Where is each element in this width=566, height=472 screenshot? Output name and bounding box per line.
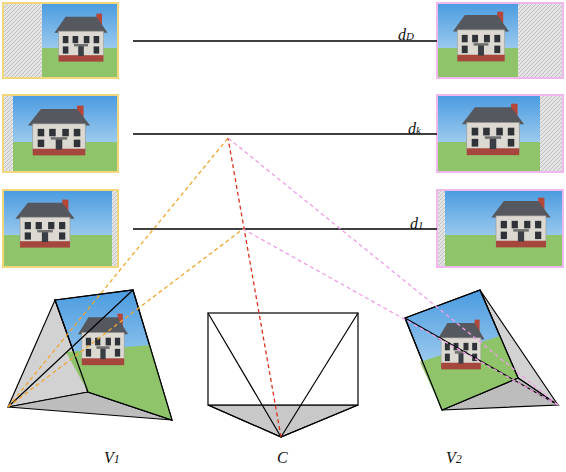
- view-panel: [437, 3, 563, 78]
- depth-label: d1: [410, 216, 424, 232]
- view-panel: [437, 190, 563, 267]
- view-panel: [437, 95, 563, 172]
- projection-ray: [228, 138, 558, 405]
- projection-ray: [8, 229, 243, 407]
- view-panel: [3, 190, 118, 267]
- depth-plane: [133, 133, 437, 135]
- projection-ray: [228, 138, 281, 437]
- projection-ray: [8, 138, 228, 407]
- depth-plane: [133, 40, 437, 42]
- depth-label: dk: [408, 121, 421, 137]
- view-panel: [3, 3, 118, 78]
- camera-label: V1: [104, 450, 120, 466]
- depth-label: dD: [398, 27, 414, 43]
- camera-frustum: [405, 290, 558, 410]
- camera-frustum: [208, 313, 358, 437]
- camera-label: C: [277, 450, 288, 466]
- view-panel: [3, 95, 118, 172]
- projection-ray: [243, 229, 558, 405]
- camera-frustum: [8, 290, 172, 420]
- depth-plane: [133, 228, 437, 230]
- camera-label: V2: [446, 450, 462, 466]
